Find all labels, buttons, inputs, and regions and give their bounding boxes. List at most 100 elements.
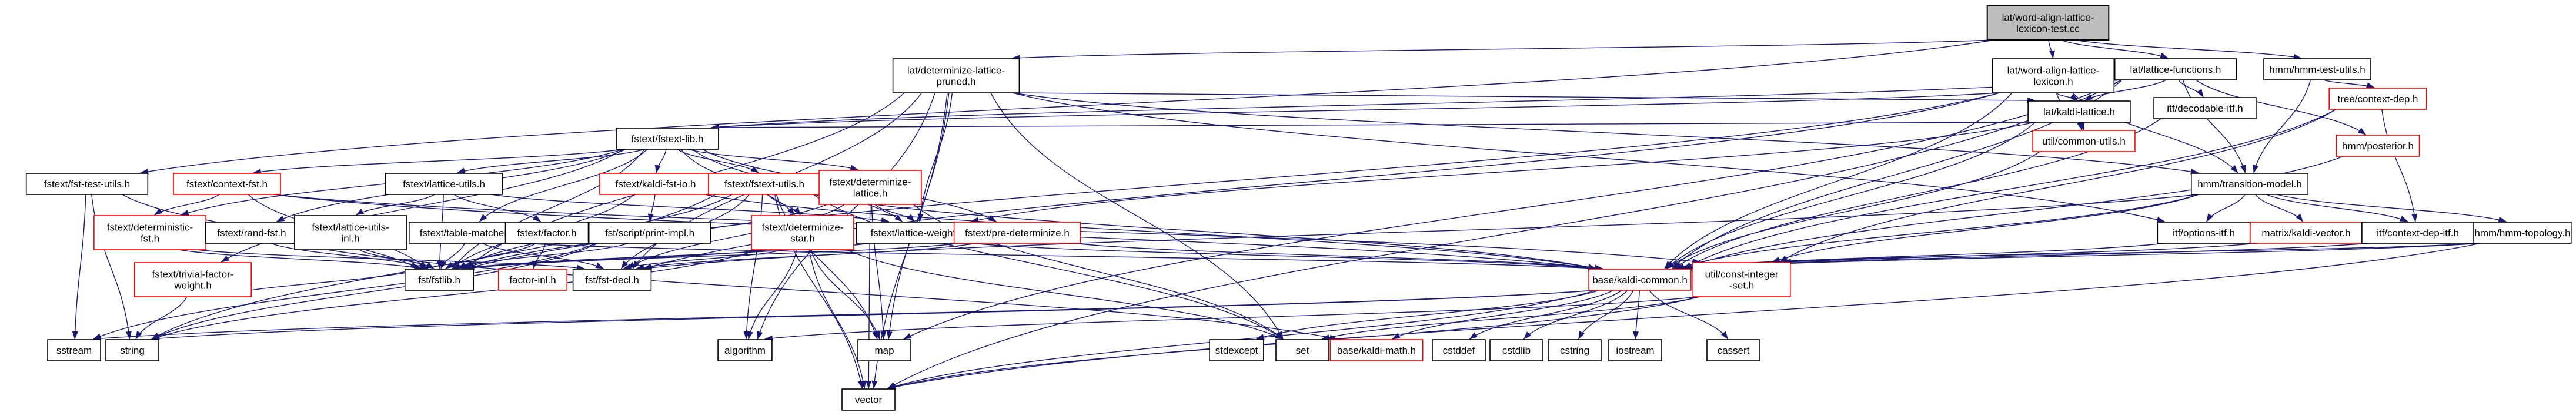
node-box [404,269,474,291]
graph-node-fst_test_utils[interactable]: fstext/fst-test-utils.hfstext/fst-test-u… [25,173,149,195]
graph-node-iostream[interactable]: iostreamiostream [1608,339,1662,361]
node-box [857,339,911,361]
graph-node-determinize_star[interactable]: fstext/determinize-star.hfstext/determin… [751,215,854,250]
edge-kaldi_common-cstring [1578,290,1634,340]
node-label: hmm/hmm-test-utils.h [2269,64,2365,75]
edge-hmm_topology-vector [887,243,2481,390]
edge-determinize_lattice_pruned-map [886,92,950,340]
node-label: fstext/lattice-utils.h [403,179,485,190]
edge-lattice_functions-vector [887,79,2123,389]
graph-node-lattice_functions[interactable]: lat/lattice-functions.hlat/lattice-funct… [2114,58,2237,80]
edge-table_matcher-fstlib [440,243,465,269]
edge-fst_test_utils-sstream [72,194,86,340]
edge-lattice_functions-kaldi_lattice [2084,79,2166,101]
node-box [2336,135,2420,157]
node-label: fstext/table-matcher.h [420,227,516,239]
graph-node-cassert[interactable]: cassertcassert [1706,339,1760,361]
graph-node-cstddef[interactable]: cstddefcstddef [1432,339,1486,361]
graph-node-fstext_utils[interactable]: fstext/fstext-utils.hfstext/fstext-utils… [708,173,821,195]
edge-kaldi_lattice-common_utils [2079,122,2085,130]
edge-print_impl-string [151,243,599,340]
graph-node-sstream[interactable]: sstreamsstream [47,339,101,361]
edge-kaldi_common-iostream [1632,290,1640,340]
graph-node-vector[interactable]: vectorvector [841,388,896,411]
graph-node-stdexcept[interactable]: stdexceptstdexcept [1209,339,1264,361]
graph-node-string[interactable]: stringstring [105,339,159,361]
graph-node-word_align_lattice_lexicon[interactable]: lat/word-align-lattice-lexicon.hlat/word… [1992,58,2115,93]
edge-transition_model-const_integer_set [1771,194,2199,263]
node-box [2328,88,2427,110]
node-box [818,170,922,205]
edge-determinize_lattice_pruned-lattice_weight [917,92,953,222]
graph-node-print_impl[interactable]: fst/script/print-impl.hfst/script/print-… [588,222,711,244]
node-label: cstdlib [1502,345,1531,356]
node-box [93,215,206,250]
graph-node-determinize_lattice_pruned[interactable]: lat/determinize-lattice-pruned.hlat/dete… [892,58,1020,93]
edge-determinize_lattice-lattice_weight [874,204,915,222]
node-label: lexicon.h [2033,76,2073,88]
node-label: fst.h [141,233,159,244]
node-box [2032,130,2136,152]
edge-rand_fst-fstlib [270,243,429,269]
node-box [1706,339,1760,361]
edge-kaldi_common-cstddef [1469,290,1622,340]
node-box [47,339,101,361]
node-label: lexicon-test.cc [2016,24,2080,35]
graph-node-algorithm[interactable]: algorithmalgorithm [717,339,773,361]
graph-node-const_integer_set[interactable]: util/const-integer-set.hutil/const-integ… [1692,262,1791,297]
edge-context_dep-const_integer_set [1779,109,2337,263]
graph-node-determinize_lattice[interactable]: fstext/determinize-lattice.hfstext/deter… [818,170,922,205]
edge-lattice_weight-kaldi_common [971,243,1598,271]
node-label: cassert [1718,345,1750,356]
graph-node-trivial_factor_weight[interactable]: fstext/trivial-factor-weight.hfstext/tri… [134,262,252,297]
node-label: fstext/fst-test-utils.h [44,179,130,190]
edge-fstext_lib-fstlib [452,149,645,269]
edge-kaldi_common-cassert [1649,290,1729,340]
graph-node-pre_determinize[interactable]: fstext/pre-determinize.hfstext/pre-deter… [953,222,1081,244]
node-box [173,173,281,195]
graph-node-lattice_utils_inl[interactable]: fstext/lattice-utils-inl.hfstext/lattice… [294,215,407,250]
node-label: iostream [1616,345,1654,356]
graph-node-test_cc[interactable]: lat/word-align-lattice-lexicon-test.ccla… [1986,5,2110,41]
graph-node-transition_model[interactable]: hmm/transition-model.hhmm/transition-mod… [2191,173,2309,195]
edge-lattice_functions-decodable_itf [2178,79,2204,98]
node-box [497,269,567,291]
edge-print_impl-sstream [93,243,596,340]
node-box [1209,339,1264,361]
graph-node-map[interactable]: mapmap [857,339,911,361]
edge-transition_model-kaldi_common [1676,194,2199,269]
edge-test_cc-determinize_lattice_pruned [1011,39,1994,61]
graph-node-cstring[interactable]: cstringcstring [1548,339,1602,361]
node-box [708,173,821,195]
graph-node-set[interactable]: setset [1275,339,1329,361]
edge-deterministic_fst-fst_decl [196,249,585,271]
graph-node-context_dep_itf[interactable]: itf/context-dep-itf.hitf/context-dep-itf… [2361,222,2474,244]
graph-node-kaldi_vector[interactable]: matrix/kaldi-vector.hmatrix/kaldi-vector… [2250,222,2363,244]
graph-node-cstdlib[interactable]: cstdlibcstdlib [1489,339,1543,361]
edge-kaldi_common-kaldi_math [1391,290,1614,340]
graph-node-deterministic_fst[interactable]: fstext/deterministic-fst.hfstext/determi… [93,215,206,250]
graph-node-kaldi_fst_io[interactable]: fstext/kaldi-fst-io.hfstext/kaldi-fst-io… [599,173,712,195]
node-label: lat/lattice-functions.h [2130,64,2221,75]
edge-determinize_star-string [151,249,759,340]
graph-node-lattice_utils[interactable]: fstext/lattice-utils.hfstext/lattice-uti… [385,173,503,195]
node-box [2473,222,2572,244]
edge-transition_model-hmm_topology [2277,194,2507,223]
